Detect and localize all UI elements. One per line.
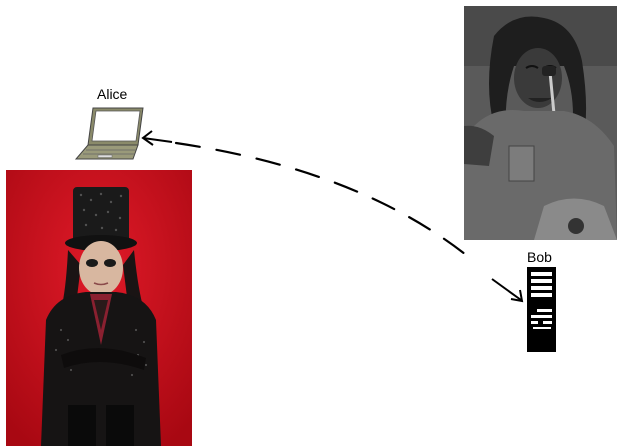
laptop-icon (76, 108, 143, 159)
dashed-connection-line (176, 143, 470, 258)
bob-photo (464, 6, 617, 240)
arrowhead-to-alice-icon (143, 131, 172, 145)
alice-label: Alice (97, 86, 127, 102)
alice-photo (6, 170, 192, 446)
arrowhead-to-bob-icon (492, 279, 522, 301)
bob-label: Bob (527, 249, 552, 265)
server-tower-icon (527, 267, 556, 352)
